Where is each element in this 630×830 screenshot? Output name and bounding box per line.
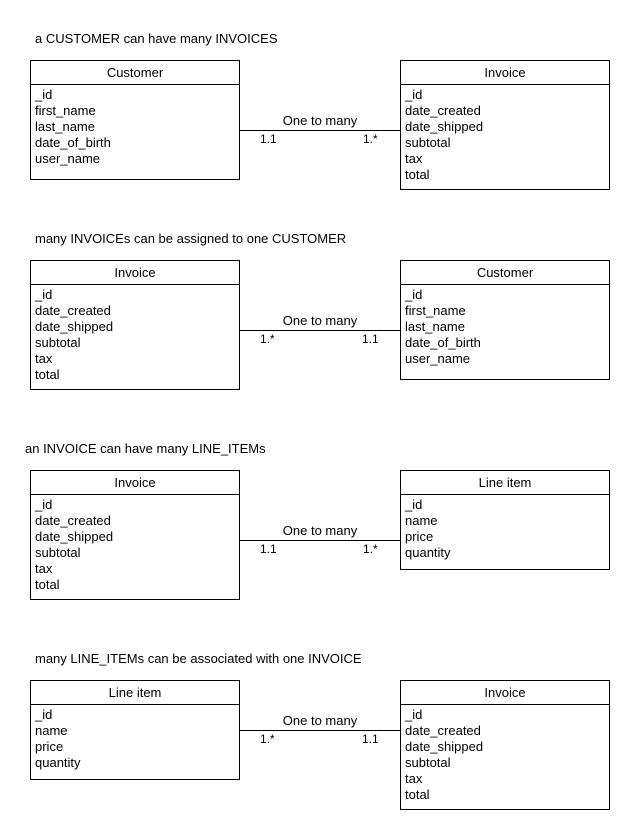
- entity-field: tax: [405, 771, 423, 786]
- entity-field: subtotal: [35, 335, 81, 350]
- entity-field: date_of_birth: [405, 335, 481, 350]
- entity-field: last_name: [405, 319, 465, 334]
- entity-field: _id: [35, 497, 53, 512]
- entity-field: tax: [35, 561, 53, 576]
- entity-title: Invoice: [31, 261, 239, 285]
- entity-field: _id: [35, 87, 53, 102]
- entity-field: date_created: [405, 103, 481, 118]
- relationship-line: [240, 130, 400, 131]
- relationship-label: One to many: [282, 523, 358, 538]
- entity-field: total: [35, 577, 60, 592]
- entity-title: Line item: [401, 471, 609, 495]
- relationship-line: [240, 540, 400, 541]
- entity-field: quantity: [35, 755, 81, 770]
- left-cardinality: 1.*: [260, 732, 275, 746]
- entity-invoice: Invoice _id date_created date_shipped su…: [30, 260, 240, 390]
- entity-field: price: [35, 739, 64, 754]
- entity-title: Customer: [401, 261, 609, 285]
- entity-field: _id: [35, 707, 53, 722]
- entity-field: date_shipped: [35, 319, 114, 334]
- entity-title: Invoice: [401, 681, 609, 705]
- entity-field: user_name: [35, 151, 101, 166]
- entity-field: _id: [35, 287, 53, 302]
- entity-field: user_name: [405, 351, 471, 366]
- entity-field: _id: [405, 497, 423, 512]
- entity-field: _id: [405, 87, 423, 102]
- entity-title: Line item: [31, 681, 239, 705]
- entity-field: price: [405, 529, 434, 544]
- entity-field: name: [35, 723, 68, 738]
- entity-field: _id: [405, 707, 423, 722]
- entity-field: quantity: [405, 545, 451, 560]
- entity-fields: _id first_name last_name date_of_birth u…: [31, 85, 239, 167]
- relationship-label: One to many: [282, 313, 358, 328]
- entity-field: total: [405, 787, 430, 802]
- entity-invoice: Invoice _id date_created date_shipped su…: [400, 680, 610, 810]
- entity-field: date_created: [405, 723, 481, 738]
- entity-field: first_name: [35, 103, 96, 118]
- diagram-caption: a CUSTOMER can have many INVOICES: [35, 31, 278, 46]
- entity-field: _id: [405, 287, 423, 302]
- right-cardinality: 1.1: [362, 732, 379, 746]
- entity-field: name: [405, 513, 438, 528]
- entity-fields: _id name price quantity: [401, 495, 609, 561]
- entity-field: date_shipped: [405, 739, 484, 754]
- left-cardinality: 1.1: [260, 542, 277, 556]
- left-cardinality: 1.1: [260, 132, 277, 146]
- entity-customer: Customer _id first_name last_name date_o…: [30, 60, 240, 180]
- entity-customer: Customer _id first_name last_name date_o…: [400, 260, 610, 380]
- entity-field: tax: [35, 351, 53, 366]
- right-cardinality: 1.*: [363, 132, 378, 146]
- entity-field: date_created: [35, 303, 111, 318]
- entity-field: subtotal: [35, 545, 81, 560]
- entity-fields: _id date_created date_shipped subtotal t…: [401, 85, 609, 183]
- relationship-line: [240, 730, 400, 731]
- entity-invoice: Invoice _id date_created date_shipped su…: [400, 60, 610, 190]
- entity-fields: _id date_created date_shipped subtotal t…: [31, 495, 239, 593]
- entity-field: last_name: [35, 119, 95, 134]
- entity-field: date_shipped: [35, 529, 114, 544]
- right-cardinality: 1.*: [363, 542, 378, 556]
- diagram-caption: an INVOICE can have many LINE_ITEMs: [25, 441, 266, 456]
- diagram-caption: many LINE_ITEMs can be associated with o…: [35, 651, 362, 666]
- entity-invoice: Invoice _id date_created date_shipped su…: [30, 470, 240, 600]
- entity-title: Customer: [31, 61, 239, 85]
- entity-fields: _id date_created date_shipped subtotal t…: [401, 705, 609, 803]
- entity-title: Invoice: [401, 61, 609, 85]
- entity-line-item: Line item _id name price quantity: [400, 470, 610, 570]
- diagram-caption: many INVOICEs can be assigned to one CUS…: [35, 231, 347, 246]
- entity-field: first_name: [405, 303, 466, 318]
- entity-line-item: Line item _id name price quantity: [30, 680, 240, 780]
- left-cardinality: 1.*: [260, 332, 275, 346]
- entity-field: date_shipped: [405, 119, 484, 134]
- relationship-label: One to many: [282, 113, 358, 128]
- entity-field: date_of_birth: [35, 135, 111, 150]
- entity-field: subtotal: [405, 755, 451, 770]
- entity-field: date_created: [35, 513, 111, 528]
- entity-title: Invoice: [31, 471, 239, 495]
- entity-fields: _id date_created date_shipped subtotal t…: [31, 285, 239, 383]
- relationship-label: One to many: [282, 713, 358, 728]
- entity-field: total: [35, 367, 60, 382]
- right-cardinality: 1.1: [362, 332, 379, 346]
- entity-fields: _id first_name last_name date_of_birth u…: [401, 285, 609, 367]
- entity-field: subtotal: [405, 135, 451, 150]
- relationship-line: [240, 330, 400, 331]
- entity-field: tax: [405, 151, 423, 166]
- entity-fields: _id name price quantity: [31, 705, 239, 771]
- entity-field: total: [405, 167, 430, 182]
